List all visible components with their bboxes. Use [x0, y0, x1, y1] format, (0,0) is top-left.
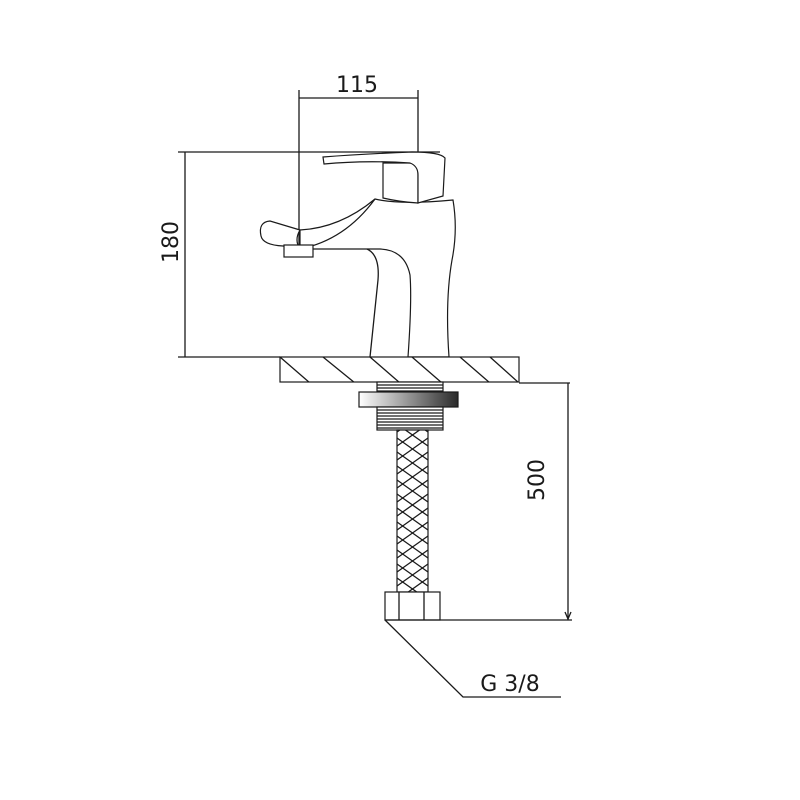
dimension-height: 180 [159, 151, 440, 358]
countertop [279, 356, 570, 384]
braided-hose [396, 429, 429, 593]
mounting-assembly [358, 381, 459, 431]
thread-label: G 3/8 [480, 672, 539, 697]
spout [299, 198, 376, 250]
countertop-hatching [280, 357, 519, 382]
dimension-label-180: 180 [159, 221, 184, 263]
hose-nut [384, 591, 441, 621]
countertop-section [279, 356, 520, 383]
thread-lines [377, 409, 443, 429]
spout-inner-line [366, 248, 379, 358]
leader-line [384, 619, 561, 698]
thread-callout: G 3/8 [384, 619, 561, 698]
washer [358, 391, 459, 408]
dimension-label-115: 115 [336, 73, 378, 98]
lever-handle [322, 151, 446, 204]
cartridge-housing [382, 162, 419, 204]
dimension-spout-reach: 115 [298, 73, 419, 255]
faucet [259, 151, 456, 358]
dimension-label-500: 500 [525, 459, 550, 501]
braid-strand [407, 577, 428, 592]
spout-tip [259, 220, 302, 250]
dimension-hose-length: 500 [385, 383, 572, 621]
nut-outline [384, 591, 441, 621]
arrow-head [564, 611, 572, 621]
hose-braid [397, 430, 428, 592]
aerator [283, 244, 314, 258]
